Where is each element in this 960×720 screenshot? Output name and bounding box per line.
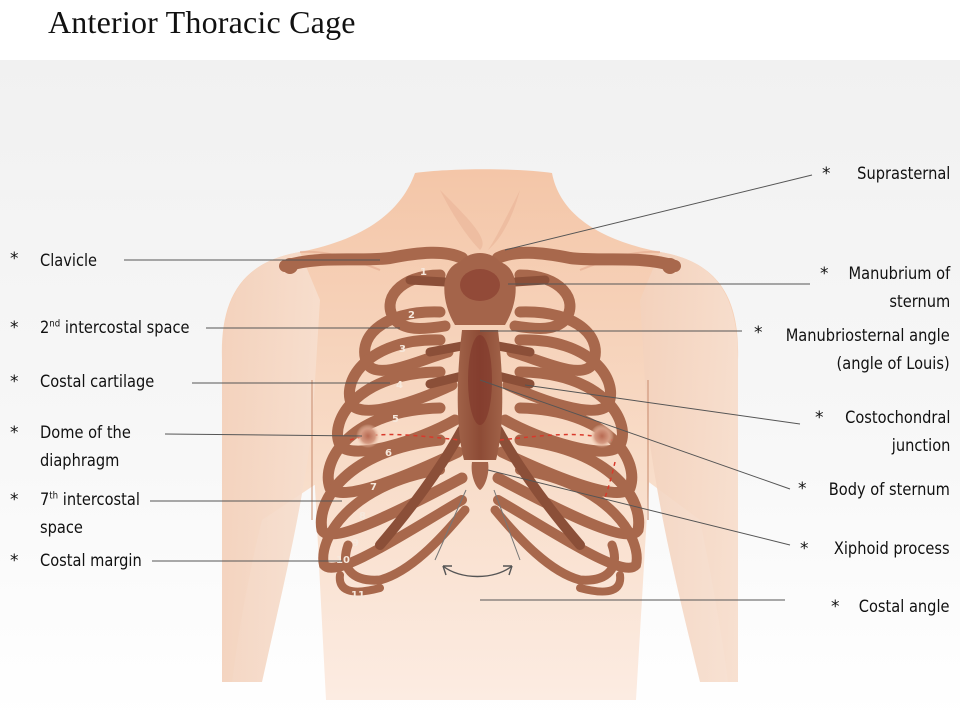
bullet: * [10,490,19,510]
rib-number-8: 8 [359,511,366,522]
bullet: * [10,372,19,392]
label-7th-intercostal-space: 7th intercostal space [40,490,140,538]
label-xiphoid-process: Xiphoid process [834,539,950,559]
label-costal-margin: Costal margin [40,551,142,571]
rib-number-9: 9 [352,538,359,549]
right-nipple [590,424,614,448]
bullet: * [10,551,19,571]
rib-number-6: 6 [385,448,392,459]
page-title: Anterior Thoracic Cage [48,4,356,40]
label-manubrium-of-sternum: Manubrium of sternum [848,264,950,312]
bullet: * [820,264,829,284]
bullet: * [10,423,19,443]
bullet: * [754,323,763,343]
leader-lines [124,174,813,601]
label-body-of-sternum: Body of sternum [828,480,950,500]
label-costal-cartilage: Costal cartilage [40,372,155,392]
label-costochondral-junction: Costochondral junction [844,408,950,456]
rib-number-7: 7 [370,482,377,493]
label-manubriosternal-angle: Manubriosternal angle (angle of Louis) [785,326,950,374]
bullet: * [10,318,19,338]
rib-number-2: 2 [408,310,415,321]
rib-number-11: 11 [351,590,365,601]
rib-number-3: 3 [399,344,406,355]
bullet: * [831,597,840,617]
label-costal-angle: Costal angle [859,597,950,617]
label-suprasternal: Suprasternal [856,164,950,184]
bullet: * [822,164,831,184]
rib-number-4: 4 [396,380,403,391]
bullet: * [10,249,19,269]
left-nipple [356,424,380,448]
rib-number-10: 10 [336,555,350,566]
bullet: * [798,479,807,499]
label-clavicle: Clavicle [40,251,98,271]
rib-number-1: 1 [420,267,427,278]
rib-numbers: 1 2 3 4 5 6 7 8 9 10 11 [336,267,427,601]
sternum [444,253,516,490]
label-2nd-intercostal-space: 2nd intercostal space [40,318,190,338]
rib-number-5: 5 [392,414,399,425]
label-dome-of-the-diaphragm: Dome of the diaphragm [40,423,131,471]
bullet: * [800,539,809,559]
costal-angle-indicator [434,489,521,578]
bullet: * [815,408,824,428]
costal-cartilages [375,275,585,550]
